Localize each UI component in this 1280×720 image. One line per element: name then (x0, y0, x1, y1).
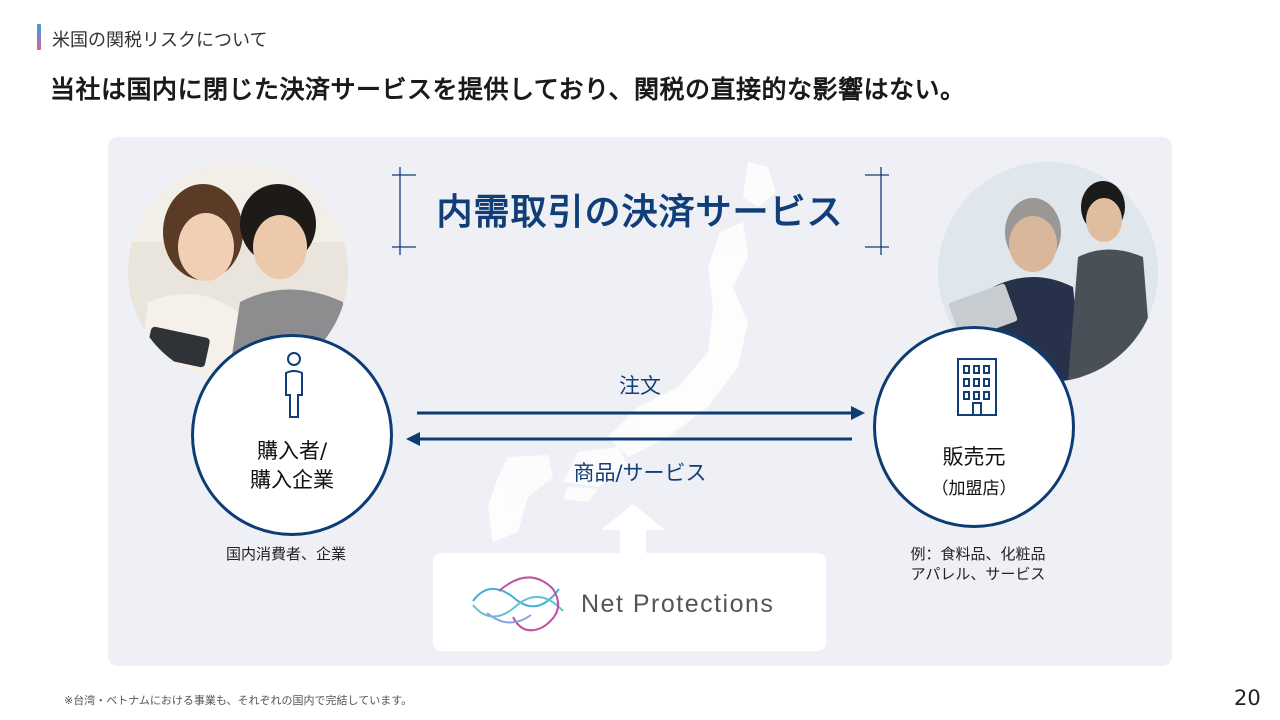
section-accent-bar (37, 24, 41, 50)
page-number: 20 (1234, 686, 1261, 710)
building-icon (957, 358, 997, 416)
footnote: ※台湾・ベトナムにおける事業も、それぞれの国内で完結しています。 (64, 694, 413, 707)
net-protections-logo (472, 576, 564, 632)
seller-note-line2: アパレル、サービス (910, 565, 1046, 583)
provider-up-arrow (601, 504, 665, 560)
buyer-label-line2: 購入企業 (250, 468, 334, 492)
goods-arrow (406, 432, 852, 446)
seller-label: 販売元 (942, 445, 1006, 469)
buyer-note: 国内消費者、企業 (225, 545, 346, 563)
diagram-title: 内需取引の決済サービス (436, 192, 844, 233)
net-protections-box: Net Protections (433, 553, 826, 651)
buyer-node: 購入者/ 購入企業 (191, 334, 393, 536)
seller-node: 販売元 （加盟店） (873, 326, 1075, 528)
seller-note-line1: 例：食料品、化粧品 (910, 545, 1046, 563)
seller-sublabel: （加盟店） (931, 479, 1017, 499)
buyer-label-line1: 購入者/ (256, 439, 328, 463)
japan-map-background (488, 162, 776, 542)
order-arrow (417, 406, 865, 420)
person-icon (285, 352, 303, 418)
net-protections-name: Net Protections (581, 590, 775, 618)
section-title: 米国の関税リスクについて (52, 30, 268, 51)
title-bracket-frame (392, 167, 889, 255)
page-headline: 当社は国内に閉じた決済サービスを提供しており、関税の直接的な影響はない。 (50, 75, 966, 104)
goods-label: 商品/サービス (573, 461, 707, 485)
order-label: 注文 (619, 374, 661, 398)
